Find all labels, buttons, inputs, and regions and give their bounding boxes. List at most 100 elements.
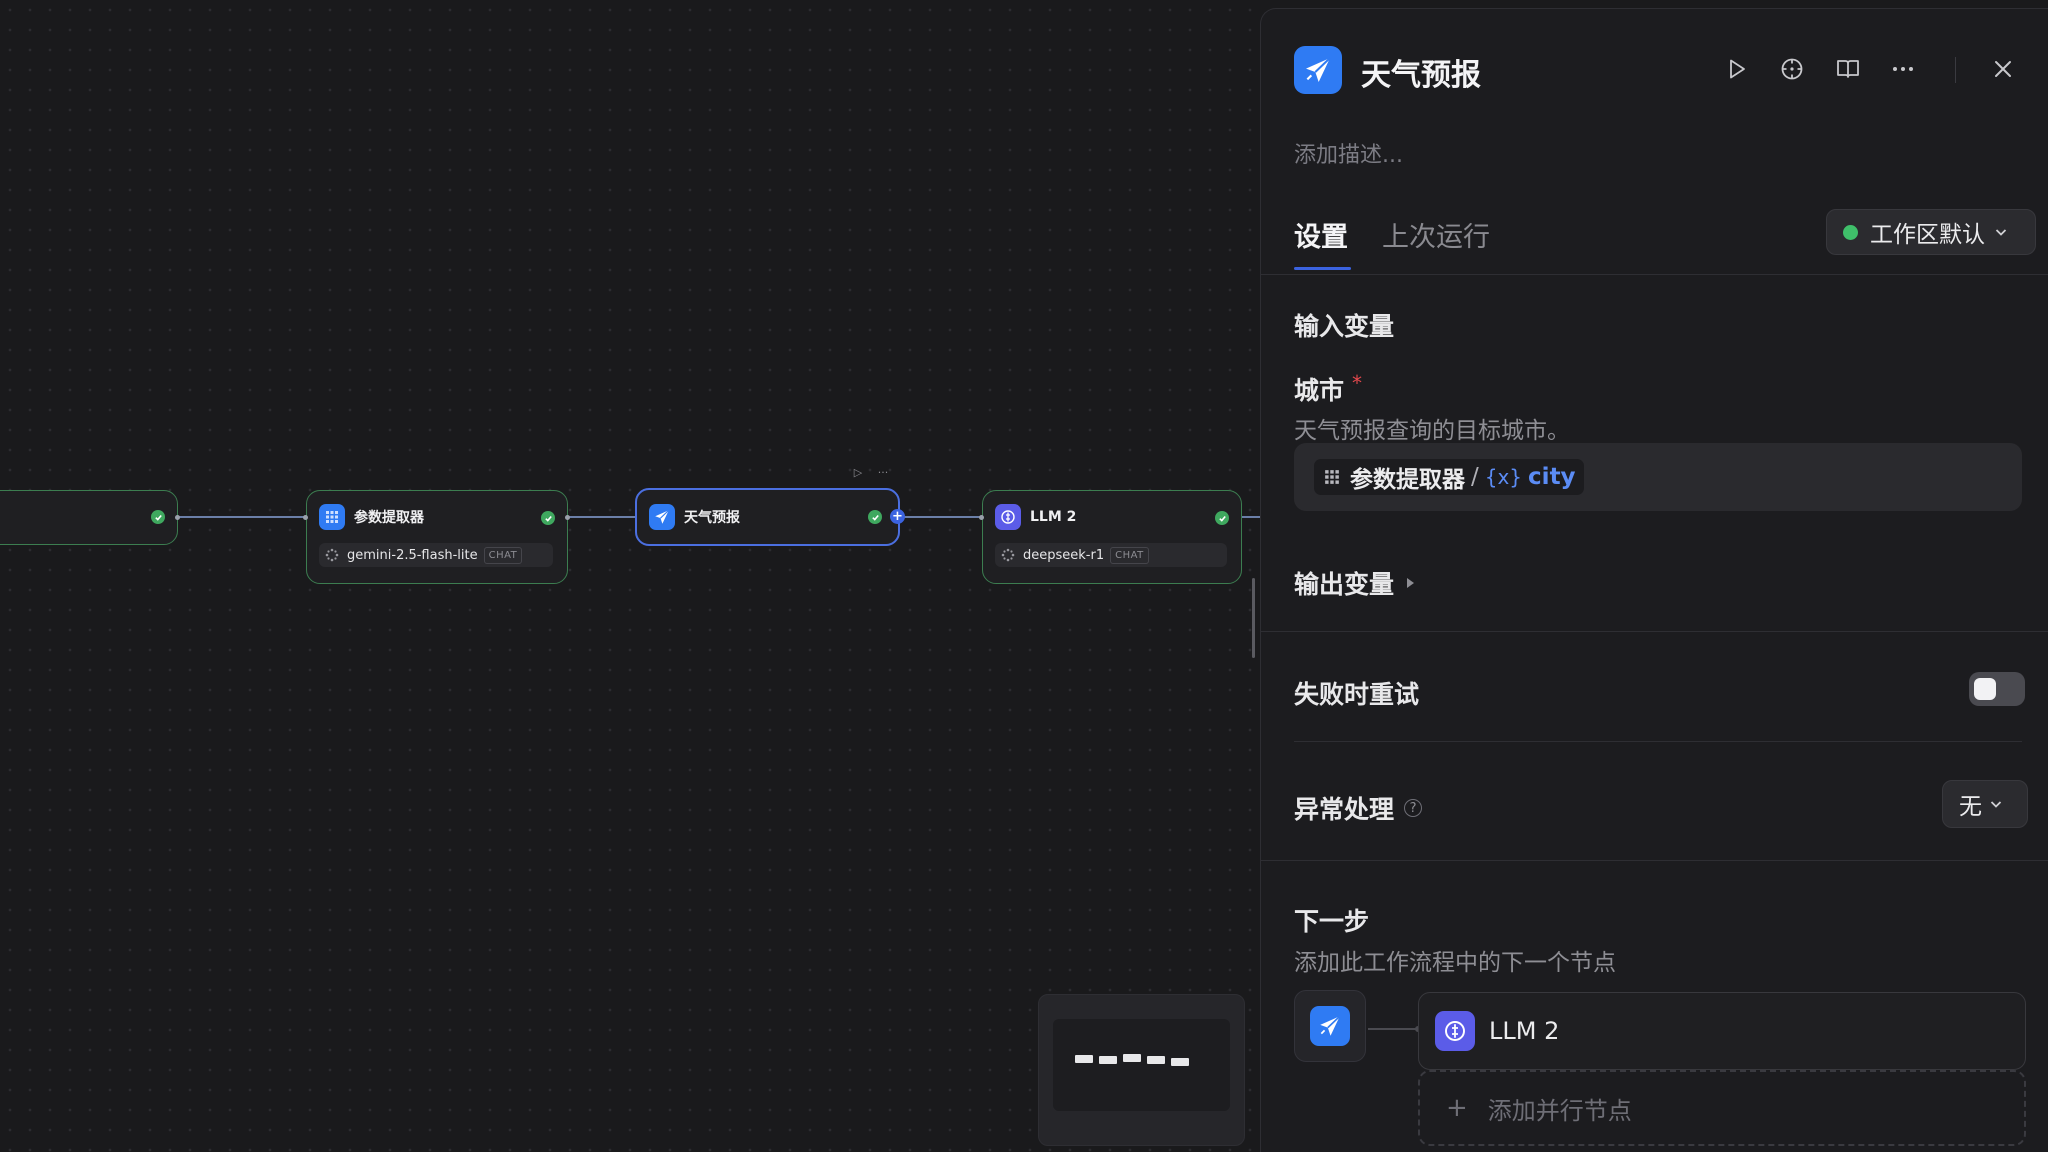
chat-tag: CHAT	[483, 546, 523, 564]
close-panel-button[interactable]	[1987, 53, 2019, 85]
param-extractor-input-handle[interactable]	[303, 515, 308, 520]
chevron-down-icon	[1990, 801, 2002, 808]
city-field-description: 天气预报查询的目标城市。	[1294, 418, 1570, 444]
active-tab-indicator	[1294, 267, 1351, 270]
play-icon	[1730, 59, 1745, 79]
model-pill: deepseek-r1 CHAT	[995, 543, 1227, 567]
run-button[interactable]	[1261, 53, 1293, 85]
variable-chip[interactable]: 参数提取器 / {x} city	[1314, 459, 1584, 495]
param-extractor-icon	[1325, 470, 1339, 484]
status-dot-icon	[1843, 224, 1858, 240]
run-node-button[interactable]	[1721, 53, 1753, 85]
tab-last-run[interactable]: 上次运行	[1382, 222, 1490, 253]
description-input[interactable]: 添加描述...	[1294, 143, 1403, 168]
model-name: gemini-2.5-flash-lite	[347, 547, 478, 563]
next-step-title: 下一步	[1294, 907, 1370, 936]
panel-title[interactable]: 天气预报	[1361, 58, 1481, 93]
city-field-label-row: 城市 *	[1294, 371, 1362, 407]
workflow-canvas[interactable]: 参数提取器 gemini-2.5-flash-lite CHAT ▷ ··· 天…	[0, 0, 1262, 1152]
variable-source-node: 参数提取器	[1350, 467, 1465, 493]
param-extractor-node[interactable]: 参数提取器 gemini-2.5-flash-lite CHAT	[306, 490, 568, 584]
model-provider-icon	[1001, 548, 1015, 562]
add-next-node-handle[interactable]: +	[890, 509, 905, 524]
city-field-label: 城市	[1294, 376, 1345, 405]
plus-icon: +	[1446, 1093, 1468, 1123]
next-step-connector	[1368, 1026, 1420, 1032]
docs-button[interactable]	[1832, 53, 1864, 85]
book-icon	[1837, 60, 1859, 78]
success-check-icon	[151, 510, 165, 524]
model-pill: gemini-2.5-flash-lite CHAT	[319, 543, 553, 567]
model-name: deepseek-r1	[1023, 547, 1105, 563]
success-check-icon	[868, 510, 882, 524]
section-divider	[1261, 631, 2048, 632]
paper-plane-icon	[1294, 46, 1342, 94]
section-divider	[1294, 741, 2022, 742]
weather-forecast-node[interactable]: 天气预报	[635, 488, 900, 546]
retry-on-failure-label: 失败时重试	[1294, 680, 1420, 709]
output-variables-toggle[interactable]: 输出变量	[1294, 565, 1416, 601]
chevron-down-icon	[1995, 229, 2007, 236]
more-icon[interactable]: ···	[877, 465, 889, 479]
success-check-icon	[541, 511, 555, 525]
minimap-node	[1147, 1056, 1165, 1064]
minimap-node	[1075, 1055, 1093, 1063]
success-check-icon	[1215, 511, 1229, 525]
next-node-llm2[interactable]: LLM 2	[1418, 992, 2026, 1070]
next-step-description: 添加此工作流程中的下一个节点	[1294, 950, 1616, 976]
weather-node-title: 天气预报	[684, 510, 740, 526]
start-node[interactable]	[0, 490, 178, 545]
required-mark: *	[1352, 371, 1363, 395]
workspace-select-label: 工作区默认	[1870, 222, 1985, 248]
llm-icon	[1435, 1011, 1475, 1051]
locate-node-button[interactable]	[1776, 53, 1808, 85]
error-handling-select[interactable]: 无	[1942, 780, 2028, 828]
city-variable-selector[interactable]: 参数提取器 / {x} city	[1294, 443, 2022, 511]
tab-settings[interactable]: 设置	[1294, 222, 1348, 253]
llm2-node[interactable]: LLM 2 deepseek-r1 CHAT	[982, 490, 1242, 584]
help-circle-icon[interactable]: ?	[1404, 799, 1423, 817]
paper-plane-icon	[649, 504, 675, 530]
minimap[interactable]	[1038, 994, 1245, 1146]
variable-icon: {x}	[1484, 465, 1523, 489]
minimap-node	[1099, 1056, 1117, 1064]
start-node-output-handle[interactable]	[175, 515, 180, 520]
param-extractor-icon	[319, 504, 345, 530]
run-node-icon[interactable]: ▷	[853, 465, 863, 479]
caret-right-icon	[1407, 578, 1415, 588]
section-divider	[1261, 860, 2048, 861]
retry-toggle[interactable]	[1969, 672, 2025, 706]
current-node-badge	[1294, 990, 1366, 1062]
add-parallel-node-button[interactable]: + 添加并行节点	[1418, 1070, 2026, 1146]
workspace-default-select[interactable]: 工作区默认	[1826, 209, 2036, 255]
param-extractor-title: 参数提取器	[354, 510, 424, 526]
variable-path-separator: /	[1471, 464, 1479, 490]
toggle-knob	[1974, 678, 1996, 700]
output-variables-title: 输出变量	[1294, 570, 1395, 599]
error-handling-label-row: 异常处理 ?	[1294, 790, 1423, 826]
add-parallel-node-label: 添加并行节点	[1487, 1096, 1632, 1125]
model-provider-icon	[325, 548, 339, 562]
param-extractor-output-handle[interactable]	[565, 515, 570, 520]
node-config-panel: 天气预报	[1260, 8, 2048, 1152]
panel-resize-handle[interactable]	[1252, 578, 1255, 658]
minimap-node	[1171, 1058, 1189, 1066]
close-icon	[1995, 61, 2011, 77]
llm-icon	[995, 504, 1021, 530]
llm2-title: LLM 2	[1030, 509, 1077, 525]
tabs-divider	[1261, 274, 2048, 275]
paper-plane-icon	[1310, 1006, 1350, 1046]
crosshair-icon	[1781, 58, 1803, 80]
variable-name: city	[1528, 464, 1576, 490]
more-options-button[interactable]	[1887, 53, 1919, 85]
error-handling-value: 无	[1959, 794, 1982, 820]
chat-tag: CHAT	[1110, 546, 1149, 564]
input-variables-title: 输入变量	[1294, 312, 1395, 341]
llm2-input-handle[interactable]	[979, 515, 984, 520]
error-handling-label: 异常处理	[1294, 795, 1395, 824]
next-node-label: LLM 2	[1489, 1017, 1560, 1045]
edge-layer	[177, 516, 1262, 518]
minimap-viewport	[1053, 1019, 1230, 1111]
toolbar-divider	[1955, 57, 1956, 83]
node-mini-toolbar: ▷ ···	[846, 463, 896, 481]
